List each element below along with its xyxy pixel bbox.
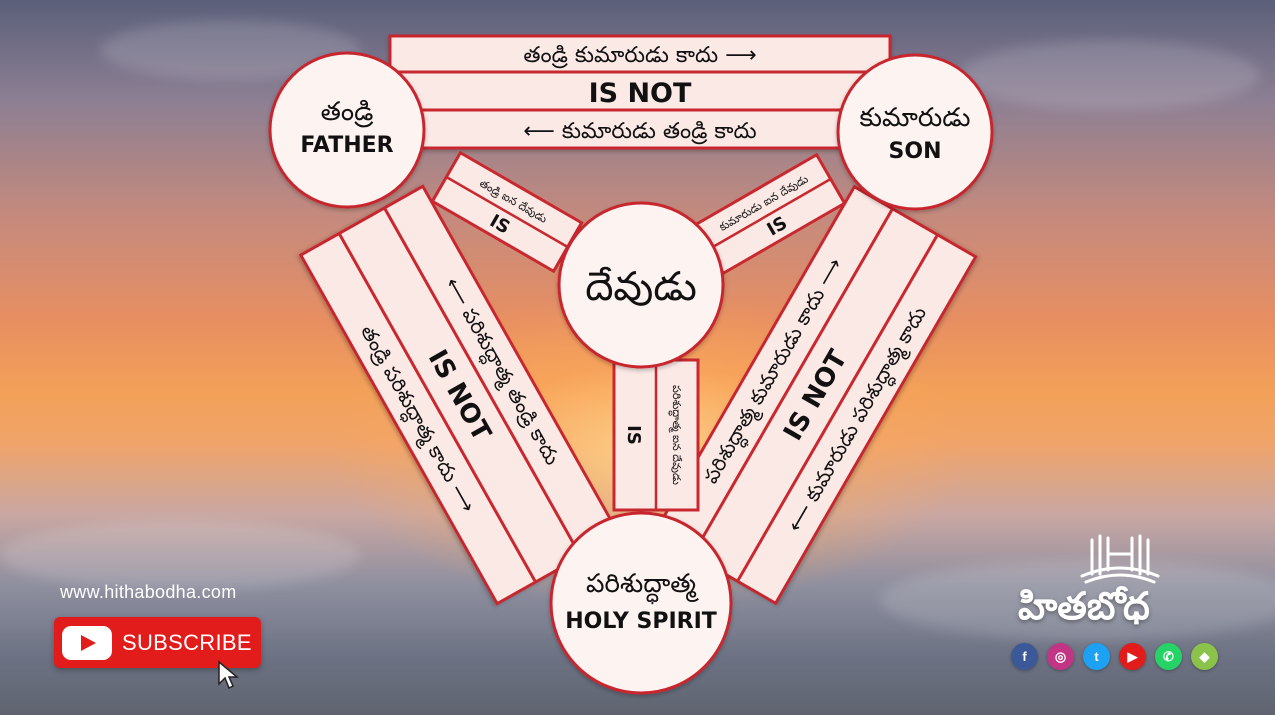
god-circle <box>557 201 725 369</box>
son-telugu: కుమారుడు <box>859 103 970 133</box>
father-english: FATHER <box>300 133 393 158</box>
subscribe-label: SUBSCRIBE <box>122 629 252 655</box>
hithabodha-logo-icon <box>1080 534 1160 584</box>
whatsapp-icon[interactable]: ✆ <box>1155 643 1182 670</box>
spoke-spirit-is: IS <box>623 425 644 445</box>
facebook-icon[interactable]: f <box>1011 643 1038 670</box>
social-icons: f ◎ t ▶ ✆ ◆ <box>1011 643 1218 670</box>
instagram-icon[interactable]: ◎ <box>1047 643 1074 670</box>
twitter-icon[interactable]: t <box>1083 643 1110 670</box>
mouse-cursor-icon <box>218 660 239 690</box>
youtube-icon[interactable]: ▶ <box>1119 643 1146 670</box>
spirit-circle <box>549 511 733 695</box>
top-is-not: IS NOT <box>589 78 692 109</box>
son-circle <box>836 53 994 211</box>
subscribe-button[interactable]: SUBSCRIBE <box>54 617 261 668</box>
youtube-play-icon <box>62 625 112 660</box>
website-url[interactable]: www.hithabodha.com <box>60 582 237 602</box>
god-telugu: దేవుడు <box>585 264 697 310</box>
top-line-2: ⟵ కుమారుడు తండ్రి కాదు <box>523 119 756 145</box>
spirit-english: HOLY SPIRIT <box>565 609 717 634</box>
android-icon[interactable]: ◆ <box>1191 643 1218 670</box>
father-circle <box>268 51 426 209</box>
son-english: SON <box>889 139 942 164</box>
brand-name: హితబోధ <box>1018 584 1150 628</box>
spoke-spirit <box>612 358 700 512</box>
top-band <box>388 34 892 150</box>
right-band <box>652 184 978 606</box>
top-line-1: తండ్రి కుమారుడు కాదు ⟶ <box>523 43 756 69</box>
spoke-spirit-small: పరిశుద్ధాత్మ ఐన దేవుడు <box>667 385 683 485</box>
father-telugu: తండ్రి <box>321 97 374 128</box>
